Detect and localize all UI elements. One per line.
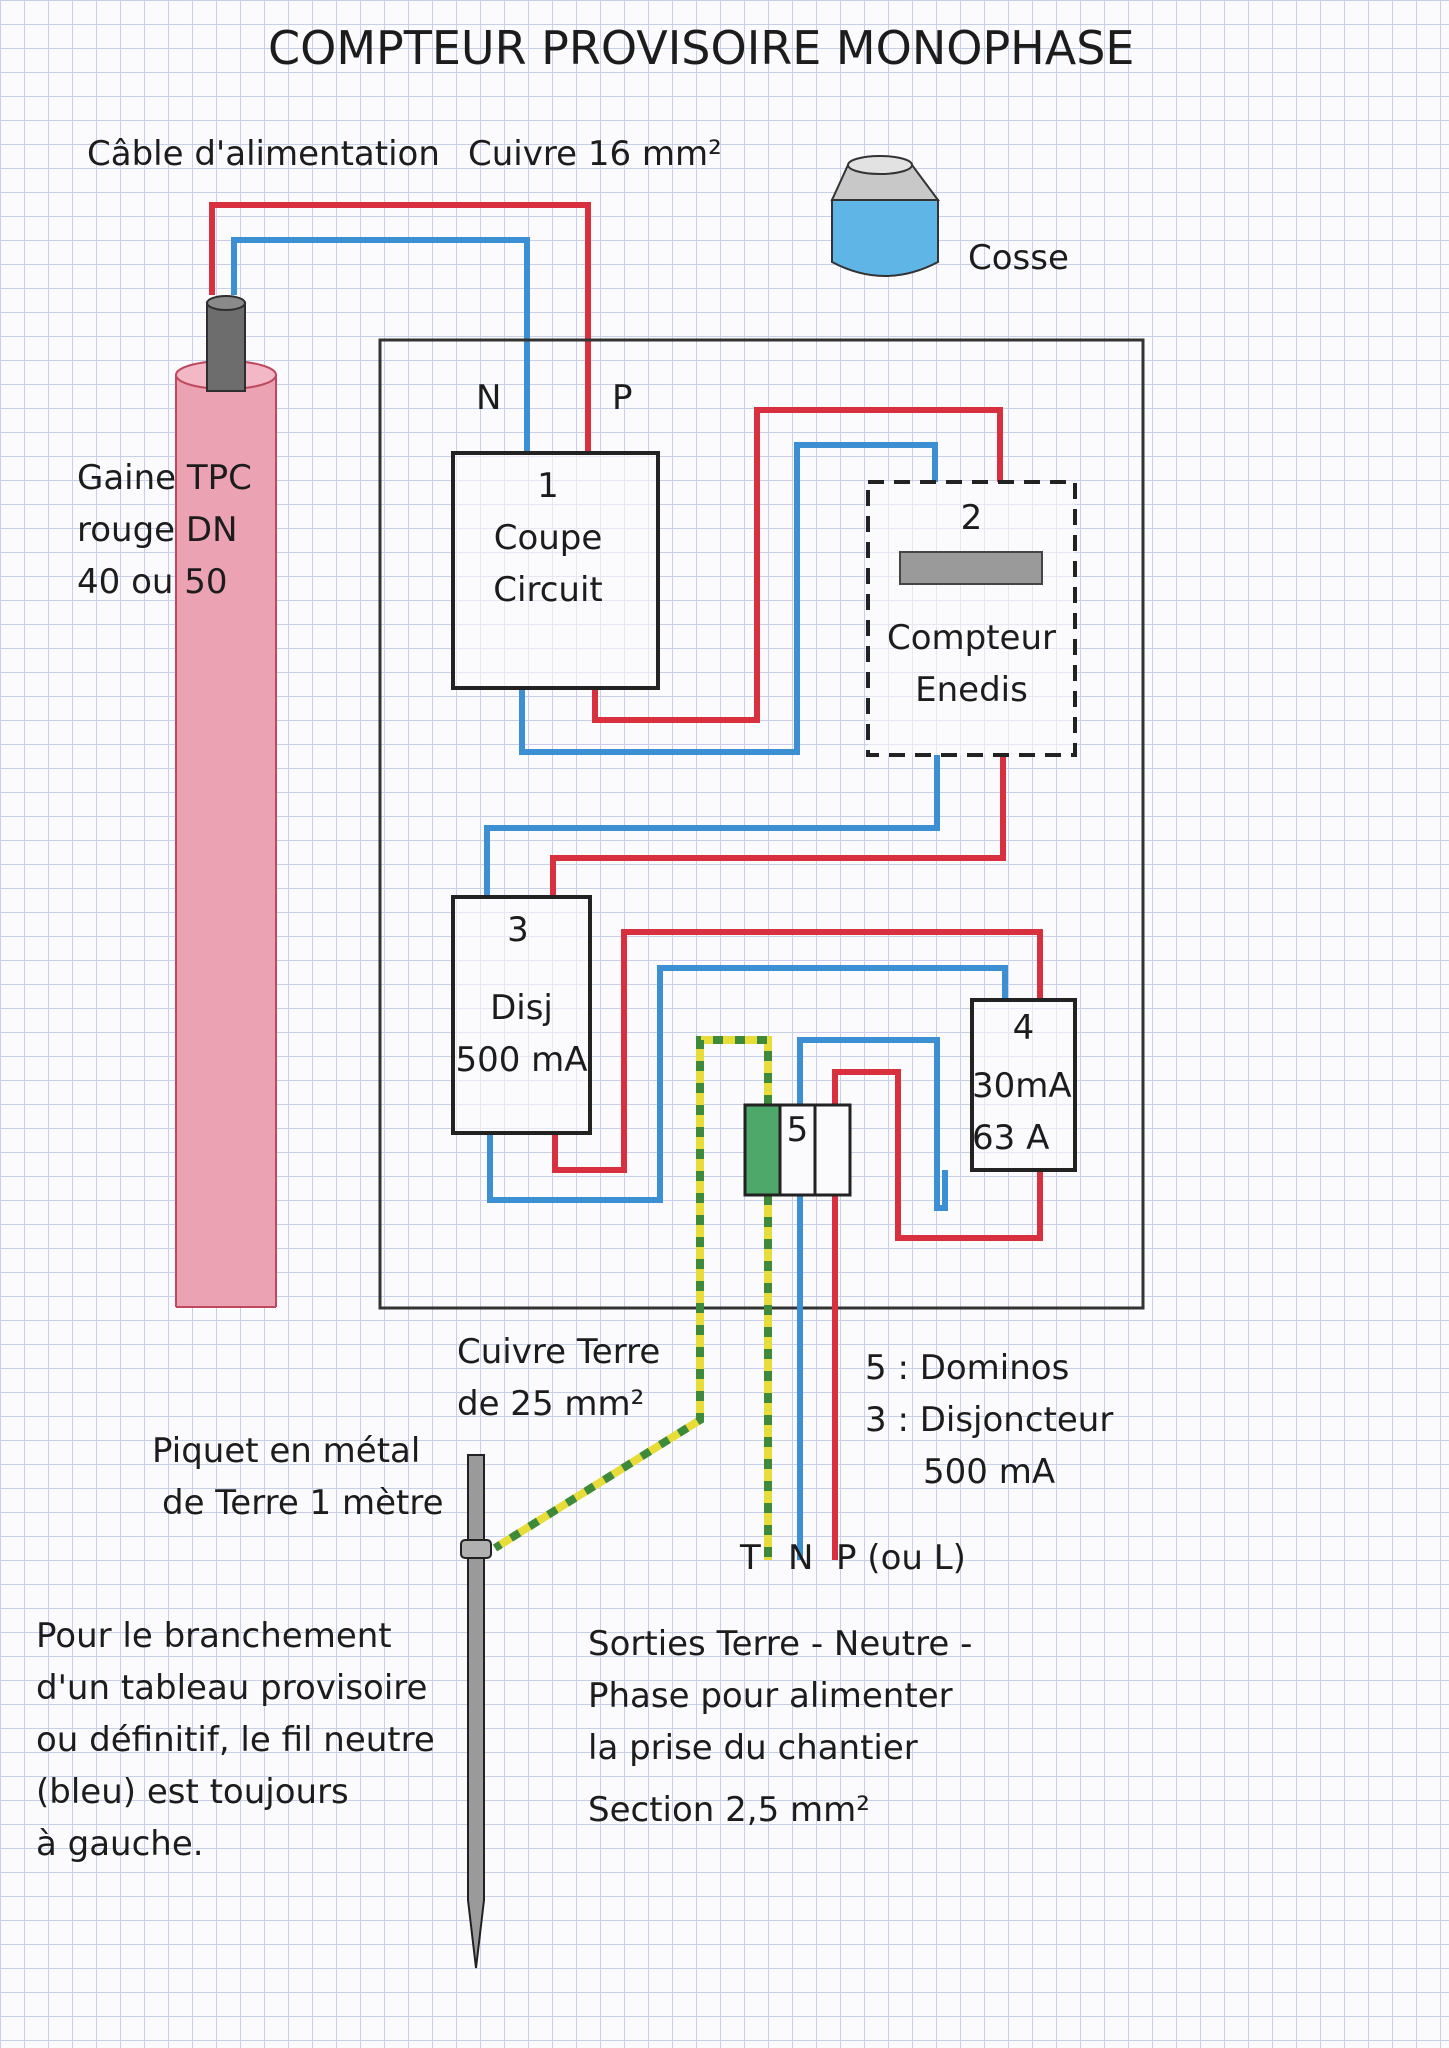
wiring-3-to-4	[487, 929, 1043, 1203]
output-earth-label: T	[740, 1538, 761, 1578]
compteur-display	[899, 551, 1043, 585]
dominos-number: 5	[786, 1110, 809, 1150]
cable-label: Câble d'alimentation	[87, 134, 440, 174]
wiring-2-to-3	[484, 755, 1006, 897]
legend: 5 : Dominos 3 : Disjoncteur 500 mA	[865, 1348, 1114, 1492]
earth-wiring	[492, 1036, 772, 1560]
disjoncteur-box	[451, 895, 592, 1135]
differentiel-number: 4	[1012, 1008, 1035, 1048]
output-neutral-label: N	[788, 1538, 814, 1578]
input-neutral-label: N	[476, 378, 502, 418]
compteur-enedis-box	[866, 480, 1077, 757]
input-phase-label: P	[612, 378, 633, 418]
cosse-label: Cosse	[968, 238, 1069, 278]
disjoncteur-label: Disj 500 mA	[455, 988, 588, 1080]
piquet-label: Piquet en métal de Terre 1 mètre	[152, 1431, 444, 1523]
coupe-circuit-label: 1 Coupe Circuit	[493, 466, 603, 610]
disjoncteur-number: 3	[507, 910, 529, 950]
dominos-block	[743, 1103, 852, 1197]
wiring-1-to-2	[519, 407, 1003, 755]
cosse-icon	[830, 155, 940, 277]
page-title: COMPTEUR PROVISOIRE MONOPHASE	[268, 21, 1135, 75]
coupe-circuit-box	[451, 451, 660, 690]
differentiel-box	[970, 998, 1077, 1172]
note-left: Pour le branchement d'un tableau proviso…	[36, 1616, 435, 1864]
compteur-number: 2	[960, 498, 983, 538]
differentiel-label: 30mA 63 A	[972, 1066, 1072, 1158]
output-phase-label: P (ou L)	[836, 1538, 966, 1578]
compteur-label: Compteur Enedis	[886, 618, 1057, 710]
cable-alimentation	[206, 202, 591, 453]
note-right: Sorties Terre - Neutre - Phase pour alim…	[588, 1624, 973, 1830]
piquet-terre	[460, 1454, 492, 1969]
cable-spec: Cuivre 16 mm²	[468, 134, 722, 174]
enclosure-box	[378, 338, 1145, 1310]
